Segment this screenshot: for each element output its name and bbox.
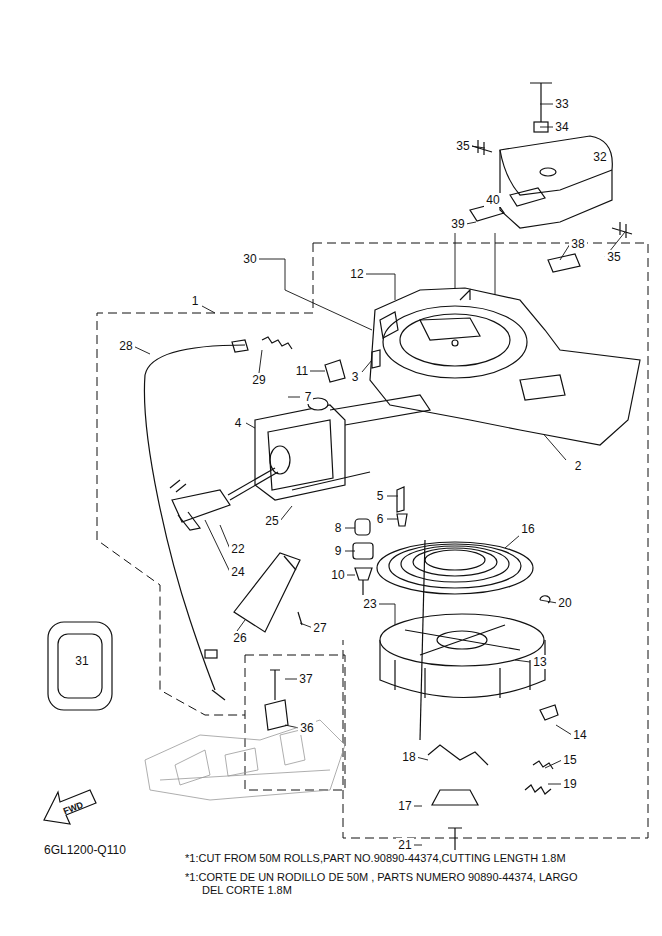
callout-number: 35 — [605, 250, 622, 264]
callout-number: 30 — [241, 252, 258, 266]
callout-number: 21 — [396, 838, 413, 852]
callout-number: 22 — [229, 542, 246, 556]
callout-number: 16 — [519, 522, 536, 536]
callout-number: 18 — [400, 750, 417, 764]
diagram-code: 6GL1200-Q110 — [44, 843, 126, 857]
footnote: *1:CORTE DE UN RODILLO DE 50M , PARTS NU… — [185, 871, 592, 897]
housing-part — [370, 288, 640, 445]
callout-number: 3 — [350, 370, 361, 384]
callout-number: 4 — [233, 416, 244, 430]
engine-sketch — [145, 720, 345, 800]
callout-number: 36 — [298, 721, 315, 735]
callout-number: 35 — [454, 139, 471, 153]
callout-number: 34 — [553, 120, 570, 134]
cable-part — [144, 337, 302, 700]
callout-number: 1 — [190, 294, 201, 308]
footnote: *1:CUT FROM 50M ROLLS,PART NO.90890-4437… — [185, 852, 566, 865]
callout-number: 12 — [348, 267, 365, 281]
cover-part — [470, 83, 632, 272]
callout-number: 37 — [297, 672, 314, 686]
pulley-part — [380, 540, 558, 850]
callout-number: 23 — [361, 597, 378, 611]
callout-number: 40 — [484, 193, 501, 207]
callout-number: 31 — [73, 654, 90, 668]
fwd-arrow — [44, 790, 96, 824]
callout-number: 32 — [591, 150, 608, 164]
callout-number: 24 — [229, 565, 246, 579]
callout-number: 33 — [553, 97, 570, 111]
callout-number: 6 — [375, 512, 386, 526]
callout-number: 14 — [571, 728, 588, 742]
callout-number: 20 — [556, 596, 573, 610]
spring-part — [377, 542, 533, 594]
callout-number: 38 — [569, 237, 586, 251]
callout-number: 19 — [561, 777, 578, 791]
callout-number: 29 — [250, 373, 267, 387]
callout-number: 26 — [231, 631, 248, 645]
starter-handle-part — [170, 468, 278, 530]
callout-number: 28 — [117, 339, 134, 353]
callout-number: 17 — [396, 799, 413, 813]
callout-number: 25 — [263, 514, 280, 528]
callout-number: 39 — [449, 217, 466, 231]
grip-part — [48, 622, 112, 710]
callout-number: 5 — [375, 489, 386, 503]
callout-number: 2 — [573, 459, 584, 473]
callout-number: 11 — [294, 364, 310, 378]
group-outline — [97, 243, 648, 838]
callout-number: 10 — [329, 568, 346, 582]
callout-number: 9 — [333, 544, 344, 558]
callout-number: 27 — [311, 621, 328, 635]
bracket-part — [265, 670, 288, 730]
callout-number: 15 — [561, 753, 578, 767]
leader-line — [90, 104, 625, 845]
callout-number: 13 — [531, 655, 548, 669]
callout-number: 8 — [333, 521, 344, 535]
callout-number: 7 — [303, 390, 314, 404]
